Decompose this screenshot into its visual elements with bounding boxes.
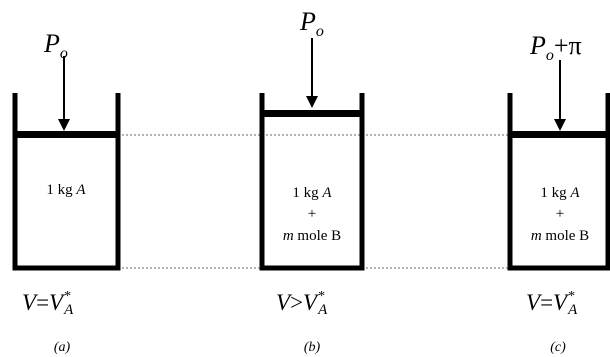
contents-line2-b: m mole B (283, 228, 341, 244)
equation-b: V>V*A (276, 289, 328, 318)
container-c (507, 93, 610, 271)
arrow-head-b (306, 96, 318, 108)
contents-line1-a: 1 kg A (46, 182, 86, 198)
contents-plus-b: + (308, 206, 316, 222)
pressure-label-c: Po+π (529, 31, 582, 64)
caption-c: (c) (550, 340, 566, 355)
contents-line1-b: 1 kg A (292, 185, 332, 201)
pressure-label-b: Po (299, 7, 324, 40)
piston-b (262, 110, 362, 117)
panel-b: Po 1 kg A + m mole B V>V*A (b) (259, 7, 365, 355)
caption-a: (a) (54, 340, 71, 355)
arrow-head-a (58, 119, 70, 131)
arrow-head-c (554, 119, 566, 131)
caption-b: (b) (304, 340, 321, 355)
contents-line1-c: 1 kg A (540, 185, 580, 201)
piston-a (15, 131, 118, 138)
panel-a: Po 1 kg A V=V*A (a) (12, 29, 121, 355)
container-b (259, 93, 365, 271)
panel-c: Po+π 1 kg A + m mole B V=V*A (c) (507, 31, 610, 355)
pressure-label-a: Po (43, 29, 68, 62)
contents-plus-c: + (556, 206, 564, 222)
equation-a: V=V*A (22, 289, 74, 318)
equation-c: V=V*A (526, 289, 578, 318)
piston-c (510, 131, 608, 138)
contents-line2-c: m mole B (531, 228, 589, 244)
container-a (12, 93, 121, 271)
